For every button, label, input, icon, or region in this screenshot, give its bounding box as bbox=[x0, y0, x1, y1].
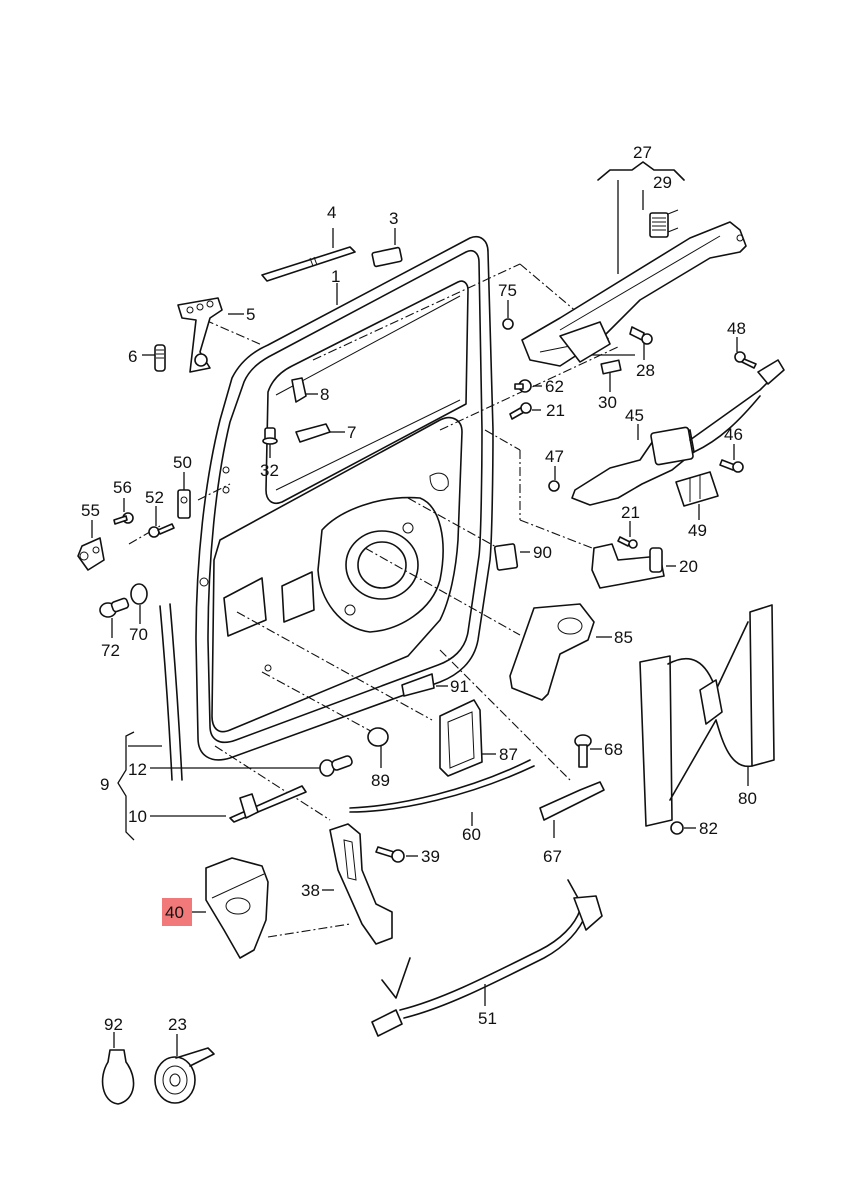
callout-27[interactable]: 27 bbox=[633, 143, 652, 162]
plate-55-part[interactable] bbox=[77, 537, 105, 571]
callout-72[interactable]: 72 bbox=[101, 641, 120, 660]
bolt-21-upper-part[interactable] bbox=[509, 402, 532, 420]
callout-labels: 1 3 4 5 6 7 8 9 10 12 20 21 21 23 27 28 … bbox=[81, 143, 757, 1034]
seal-60-part[interactable] bbox=[349, 759, 535, 813]
pad-part[interactable] bbox=[371, 246, 403, 268]
bolt-52-part[interactable] bbox=[148, 523, 175, 538]
door-shell-part[interactable] bbox=[195, 236, 494, 761]
tape-roll-23-part[interactable] bbox=[154, 1047, 215, 1104]
plug-89-part[interactable] bbox=[367, 727, 389, 747]
holder-part[interactable] bbox=[295, 423, 331, 443]
bolt-48-part[interactable] bbox=[734, 351, 757, 369]
callout-8[interactable]: 8 bbox=[320, 385, 329, 404]
callout-90[interactable]: 90 bbox=[533, 543, 552, 562]
callout-3[interactable]: 3 bbox=[389, 209, 398, 228]
clip-part[interactable] bbox=[291, 377, 307, 403]
callout-48[interactable]: 48 bbox=[727, 319, 746, 338]
callout-29[interactable]: 29 bbox=[653, 173, 672, 192]
callout-68[interactable]: 68 bbox=[604, 740, 623, 759]
washer-62-part[interactable] bbox=[514, 379, 532, 393]
connector-part[interactable] bbox=[649, 209, 679, 238]
callout-46[interactable]: 46 bbox=[724, 425, 743, 444]
callout-4[interactable]: 4 bbox=[327, 203, 336, 222]
lock-actuator-part[interactable] bbox=[571, 359, 785, 506]
callout-23[interactable]: 23 bbox=[168, 1015, 187, 1034]
callout-20[interactable]: 20 bbox=[679, 557, 698, 576]
bolt-56-part[interactable] bbox=[113, 512, 134, 525]
trim-strip-part[interactable] bbox=[261, 246, 356, 282]
hinge-part[interactable] bbox=[591, 543, 665, 589]
bracket-part[interactable] bbox=[177, 297, 223, 373]
nut-75-part[interactable] bbox=[502, 318, 514, 330]
callout-21-lower[interactable]: 21 bbox=[621, 503, 640, 522]
striker-50-part[interactable] bbox=[177, 489, 191, 519]
bolt-39-part[interactable] bbox=[375, 846, 405, 863]
leader-lines bbox=[128, 180, 635, 938]
callout-47[interactable]: 47 bbox=[545, 447, 564, 466]
callout-9[interactable]: 9 bbox=[100, 775, 109, 794]
nut-47-part[interactable] bbox=[548, 480, 560, 492]
callout-56[interactable]: 56 bbox=[113, 478, 132, 497]
bracket-38-part[interactable] bbox=[329, 823, 393, 945]
bushing-70-part[interactable] bbox=[130, 583, 148, 605]
guide-67-part[interactable] bbox=[539, 781, 605, 821]
rivet-part[interactable] bbox=[262, 427, 278, 445]
seal-strip-part[interactable] bbox=[159, 603, 183, 781]
callout-10[interactable]: 10 bbox=[128, 807, 147, 826]
callout-49[interactable]: 49 bbox=[688, 521, 707, 540]
callout-85[interactable]: 85 bbox=[614, 628, 633, 647]
pin-72-part[interactable] bbox=[99, 597, 130, 618]
upper-rail-assembly[interactable] bbox=[521, 161, 747, 367]
callout-91[interactable]: 91 bbox=[450, 677, 469, 696]
cover-40-part[interactable] bbox=[205, 857, 269, 959]
callout-89[interactable]: 89 bbox=[371, 771, 390, 790]
callout-30[interactable]: 30 bbox=[598, 393, 617, 412]
callout-28[interactable]: 28 bbox=[636, 361, 655, 380]
bolt-68-part[interactable] bbox=[574, 734, 592, 768]
callout-70[interactable]: 70 bbox=[129, 625, 148, 644]
callout-62[interactable]: 62 bbox=[545, 377, 564, 396]
pad-30-part[interactable] bbox=[600, 359, 622, 375]
callout-39[interactable]: 39 bbox=[421, 847, 440, 866]
bolt-21-lower-part[interactable] bbox=[617, 536, 638, 549]
callout-52[interactable]: 52 bbox=[145, 488, 164, 507]
callout-50[interactable]: 50 bbox=[173, 453, 192, 472]
pad-91-part[interactable] bbox=[401, 673, 435, 697]
highlight-box bbox=[162, 898, 192, 926]
callout-45[interactable]: 45 bbox=[625, 406, 644, 425]
callout-32[interactable]: 32 bbox=[260, 461, 279, 480]
control-module-part[interactable] bbox=[675, 471, 719, 507]
rod-10-part[interactable] bbox=[229, 785, 307, 823]
callout-87[interactable]: 87 bbox=[499, 745, 518, 764]
callout-40[interactable]: 40 bbox=[165, 903, 184, 922]
nut-82-part[interactable] bbox=[670, 821, 684, 835]
callout-21-upper[interactable]: 21 bbox=[546, 401, 565, 420]
bolt-28-part[interactable] bbox=[629, 326, 653, 345]
buffer-12-part[interactable] bbox=[319, 755, 353, 777]
callout-38[interactable]: 38 bbox=[301, 881, 320, 900]
callout-67[interactable]: 67 bbox=[543, 847, 562, 866]
bolt-46-part[interactable] bbox=[719, 459, 744, 473]
callout-80[interactable]: 80 bbox=[738, 789, 757, 808]
callout-6[interactable]: 6 bbox=[128, 347, 137, 366]
cover-87-part[interactable] bbox=[439, 699, 483, 777]
callout-7[interactable]: 7 bbox=[347, 423, 356, 442]
cover-85-part[interactable] bbox=[509, 603, 595, 701]
callout-51[interactable]: 51 bbox=[478, 1009, 497, 1028]
bolt-6-part[interactable] bbox=[154, 344, 166, 372]
callout-75[interactable]: 75 bbox=[498, 281, 517, 300]
callout-leaders bbox=[91, 190, 749, 1056]
callout-82[interactable]: 82 bbox=[699, 819, 718, 838]
callout-55[interactable]: 55 bbox=[81, 501, 100, 520]
callout-60[interactable]: 60 bbox=[462, 825, 481, 844]
cable-51-part[interactable] bbox=[371, 879, 603, 1037]
pad-90-part[interactable] bbox=[493, 543, 519, 571]
sachet-92-part[interactable] bbox=[101, 1049, 135, 1105]
window-regulator-part[interactable] bbox=[639, 604, 775, 827]
callout-92[interactable]: 92 bbox=[104, 1015, 123, 1034]
callout-12[interactable]: 12 bbox=[128, 760, 147, 779]
callout-5[interactable]: 5 bbox=[246, 305, 255, 324]
callout-1[interactable]: 1 bbox=[331, 267, 340, 286]
